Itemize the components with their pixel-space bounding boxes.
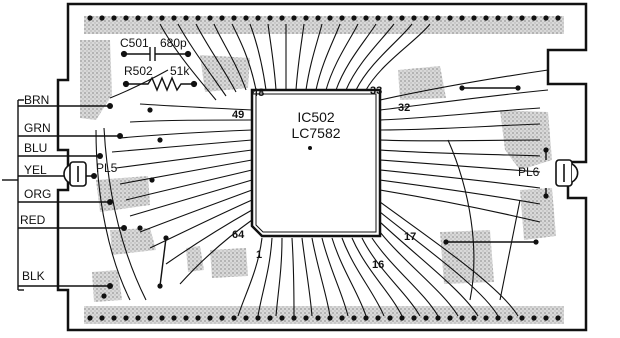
resistor-r502 <box>122 76 198 92</box>
wire-label-red: RED <box>20 213 46 227</box>
wire-label-yel: YEL <box>24 163 47 177</box>
pin-64-label: 64 <box>232 229 245 241</box>
wire-label-blu: BLU <box>24 141 47 155</box>
c501-ref-label: C501 <box>120 36 149 50</box>
wire-leads <box>2 99 124 291</box>
connector-pl6 <box>555 159 579 187</box>
pin-49-label: 49 <box>232 109 244 121</box>
r502-ref-label: R502 <box>124 64 153 78</box>
capacitor-c501 <box>120 47 192 61</box>
wire-label-grn: GRN <box>24 121 51 135</box>
pin-48-label: 48 <box>252 87 264 99</box>
wire-label-blk: BLK <box>22 269 45 283</box>
ic-part-label: LC7582 <box>291 125 340 141</box>
edge-pads <box>87 15 561 321</box>
ic-package <box>250 88 382 238</box>
wire-lead-pads <box>91 103 127 289</box>
traces <box>95 23 549 317</box>
copper-shading <box>80 16 564 324</box>
pin-32-label: 32 <box>398 102 410 114</box>
wire-label-brn: BRN <box>24 93 49 107</box>
r502-value-label: 51k <box>170 64 190 78</box>
c501-value-label: 680p <box>160 36 187 50</box>
pl6-label: PL6 <box>518 165 540 179</box>
pin-33-label: 33 <box>370 85 382 97</box>
pl5-label: PL5 <box>96 161 118 175</box>
ic-ref-label: IC502 <box>297 109 335 125</box>
wire-label-org: ORG <box>24 187 51 201</box>
misc-pads <box>101 85 549 299</box>
board-outline <box>56 2 588 332</box>
pin-16-label: 16 <box>372 259 384 271</box>
misc-links <box>159 87 547 287</box>
connector-pl5 <box>63 161 87 187</box>
pin-17-label: 17 <box>404 231 416 243</box>
pin-1-label: 1 <box>256 249 262 261</box>
